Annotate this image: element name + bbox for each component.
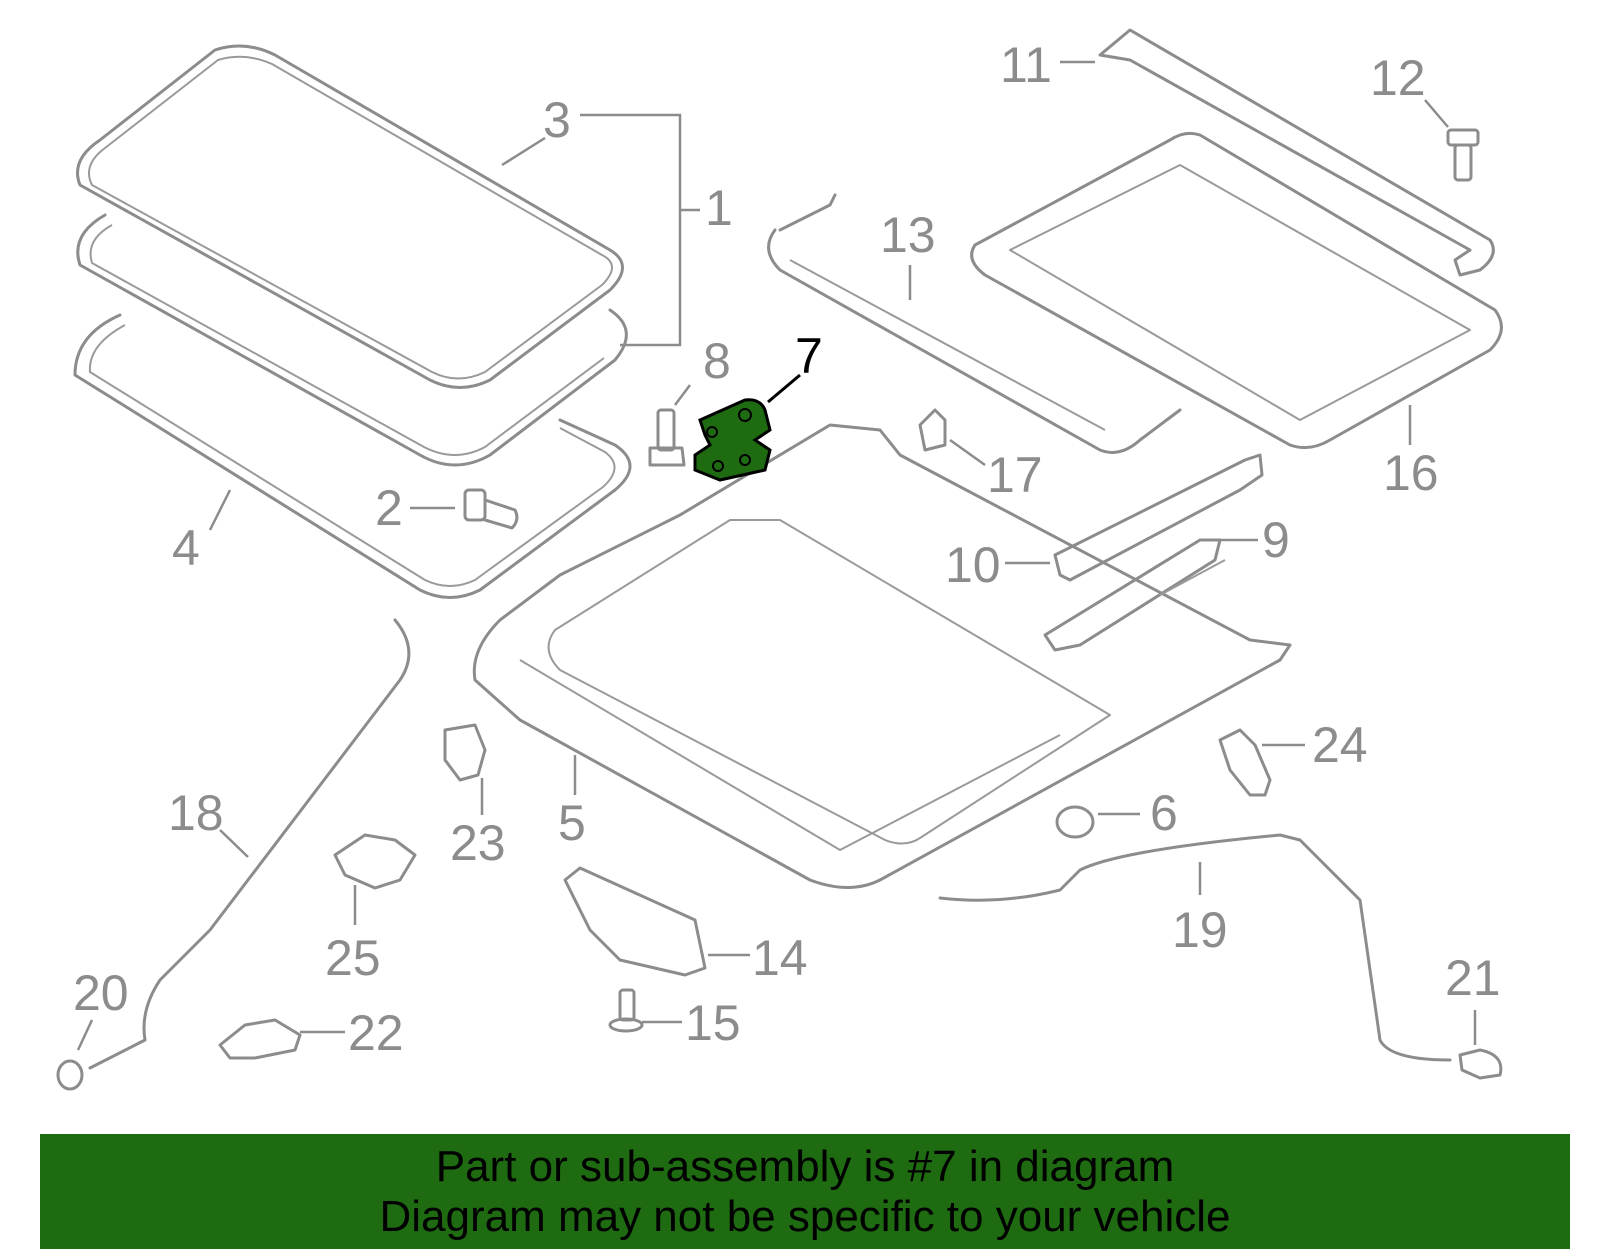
callout-label-6: 6 <box>1150 785 1178 841</box>
callout-label-17: 17 <box>987 447 1043 503</box>
callout-label-16: 16 <box>1383 445 1439 501</box>
callout-label-4: 4 <box>172 520 200 576</box>
clip-25 <box>333 833 417 925</box>
connector-21 <box>1458 1010 1503 1080</box>
clip-22 <box>218 1018 345 1060</box>
bolt-15 <box>608 988 682 1033</box>
nut-6 <box>1055 805 1140 839</box>
shade-13 <box>767 193 1182 454</box>
callout-label-19: 19 <box>1172 902 1228 958</box>
glass-panel-3 <box>76 44 624 389</box>
bracket-14 <box>563 866 750 977</box>
callout-label-7: 7 <box>795 328 823 384</box>
drain-hose-18 <box>88 618 411 1070</box>
callout-label-20: 20 <box>73 965 129 1021</box>
callout-label-10: 10 <box>945 537 1001 593</box>
deflector-11 <box>1060 28 1495 277</box>
callout-label-9: 9 <box>1262 512 1290 568</box>
grommet-20 <box>56 1019 94 1091</box>
rail-10 <box>1005 453 1264 582</box>
bolt-8 <box>648 384 691 467</box>
info-banner: Part or sub-assembly is #7 in diagram Di… <box>40 1134 1570 1249</box>
callout-label-8: 8 <box>703 333 731 389</box>
glass-assembly-16 <box>970 131 1503 450</box>
leader-3 <box>501 136 546 167</box>
callout-label-1: 1 <box>705 180 733 236</box>
leader-18 <box>219 829 249 858</box>
seal-panel <box>76 213 628 467</box>
callout-label-21: 21 <box>1445 950 1501 1006</box>
callout-label-18: 18 <box>168 785 224 841</box>
screw-12 <box>1424 99 1480 182</box>
callout-label-13: 13 <box>880 207 936 263</box>
clip-17 <box>918 408 986 467</box>
rail-9 <box>1043 538 1258 652</box>
callout-label-5: 5 <box>558 795 586 851</box>
frame-panel-4 <box>73 313 632 599</box>
callout-label-24: 24 <box>1312 717 1368 773</box>
bracket-7-highlighted <box>693 373 801 482</box>
callout-label-11: 11 <box>1000 37 1052 93</box>
main-frame-5 <box>472 423 1292 889</box>
sunroof-parts-diagram: 1 2 3 4 5 6 7 8 9 10 11 12 13 14 15 16 1… <box>56 28 1503 1091</box>
callout-label-12: 12 <box>1370 50 1426 106</box>
callout-label-2: 2 <box>375 480 403 536</box>
banner-line-2: Diagram may not be specific to your vehi… <box>379 1192 1231 1241</box>
bolt-2 <box>410 488 519 530</box>
callout-1-bracket <box>580 113 700 347</box>
callout-label-15: 15 <box>685 995 741 1051</box>
clip-23 <box>443 723 487 815</box>
callout-label-3: 3 <box>543 92 571 148</box>
drain-hose-19 <box>938 833 1452 1062</box>
callout-label-23: 23 <box>450 815 506 871</box>
leader-4 <box>208 489 232 531</box>
callout-label-25: 25 <box>325 930 381 986</box>
callout-label-22: 22 <box>348 1005 404 1061</box>
banner-line-1: Part or sub-assembly is #7 in diagram <box>435 1142 1175 1191</box>
callout-label-14: 14 <box>752 930 808 986</box>
clip-24 <box>1218 728 1305 797</box>
